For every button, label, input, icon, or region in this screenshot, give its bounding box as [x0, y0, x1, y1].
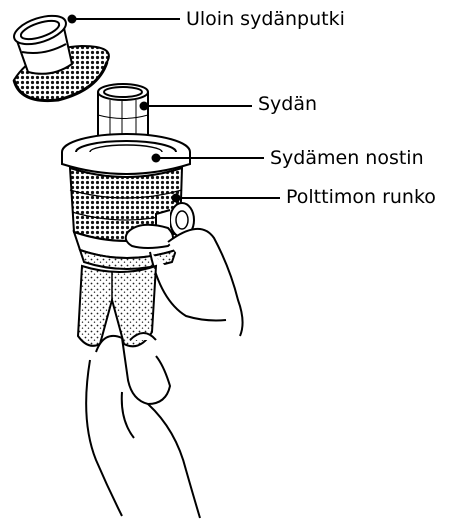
label-wick-lifter: Sydämen nostin [270, 147, 424, 169]
dot-wick-lifter [152, 154, 161, 163]
label-burner-body: Polttimon runko [286, 186, 436, 208]
lower-hand [86, 333, 200, 518]
dot-outer-tube [68, 15, 77, 24]
dot-burner-body [172, 194, 181, 203]
label-outer-tube: Uloin sydänputki [186, 8, 345, 30]
wick-lifter-part [62, 134, 190, 174]
burner-body-part [70, 168, 194, 269]
label-wick: Sydän [258, 93, 317, 115]
outer-tube-part [11, 10, 109, 100]
dot-wick [140, 102, 149, 111]
